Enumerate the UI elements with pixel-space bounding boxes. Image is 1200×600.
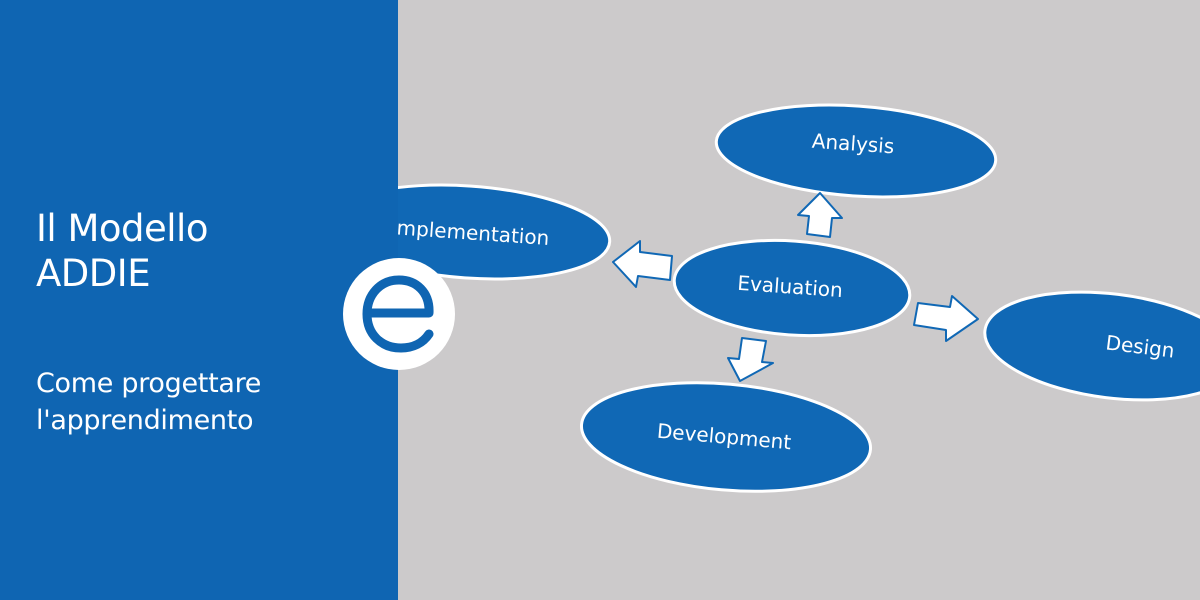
node-label-analysis: Analysis — [811, 129, 895, 159]
node-design: Design — [983, 290, 1200, 402]
banner-title: Il Modello ADDIE — [36, 206, 208, 296]
banner-title-line-1: Il Modello — [36, 207, 208, 250]
banner-subtitle-line-1: Come progettare — [36, 368, 262, 399]
node-development: Development — [579, 381, 873, 493]
arrow-up-icon — [797, 192, 843, 238]
arrow-right-icon — [913, 295, 979, 342]
e-letter-logo-icon — [343, 258, 455, 370]
title-panel: Il Modello ADDIE Come progettare l'appre… — [0, 0, 398, 600]
banner-title-line-2: ADDIE — [36, 252, 151, 295]
arrow-down-icon — [727, 337, 774, 382]
node-analysis: Analysis — [714, 103, 998, 199]
banner-subtitle: Come progettare l'apprendimento — [36, 365, 261, 439]
arrow-left-icon — [612, 240, 673, 288]
node-evaluation: Evaluation — [672, 238, 912, 338]
banner-subtitle-line-2: l'apprendimento — [36, 405, 254, 436]
